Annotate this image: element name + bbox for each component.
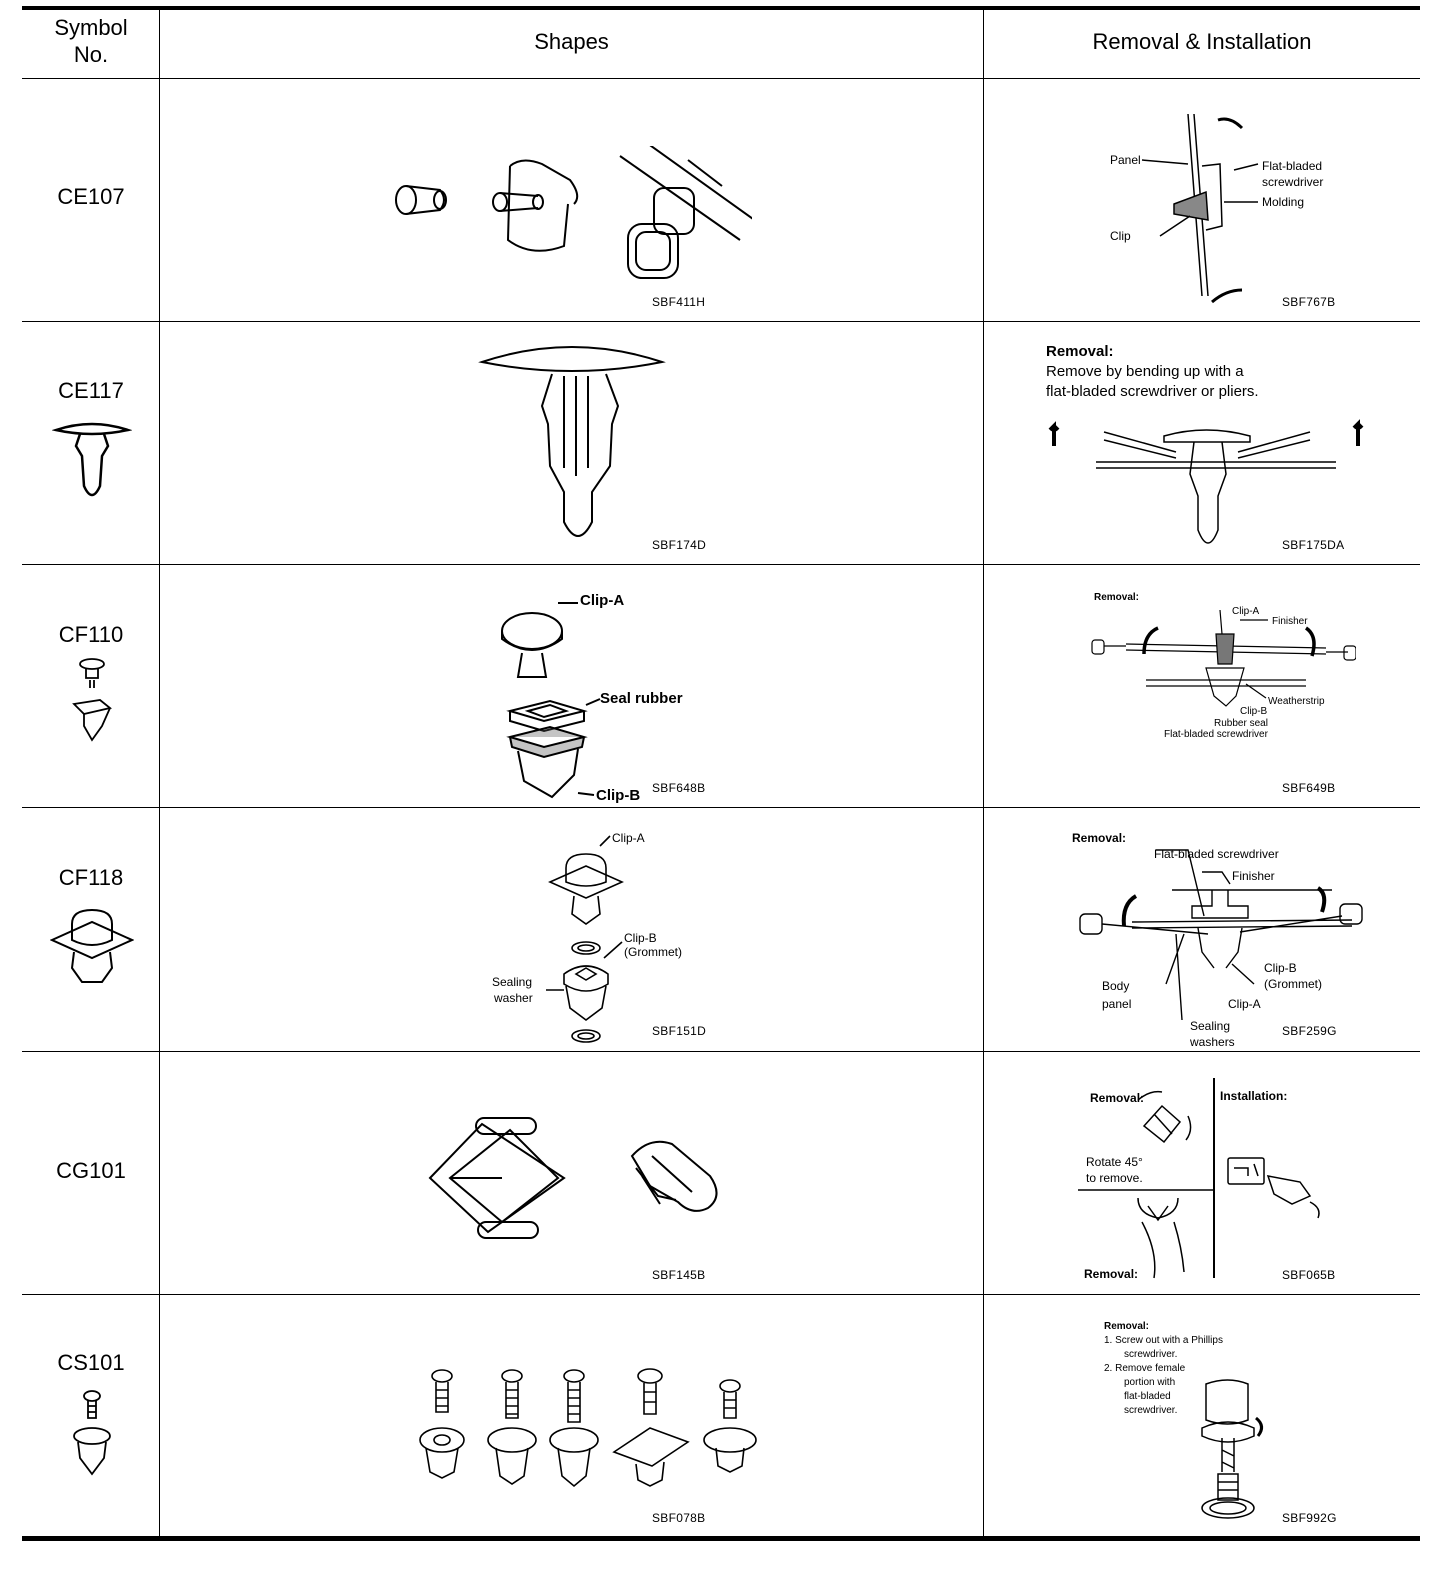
row-divider	[22, 1051, 1420, 1052]
removal-step2: 2. Remove female	[1104, 1363, 1186, 1374]
label-body: Body	[1102, 979, 1129, 993]
label-flat-bladed-screwdriver: Flat-bladed screwdriver	[1164, 729, 1269, 740]
label-rubber-seal: Rubber seal	[1214, 718, 1268, 729]
label-washers: washers	[1189, 1035, 1235, 1048]
cs101-removal-illustration	[1201, 1379, 1263, 1519]
label-sealing: Sealing	[492, 975, 532, 989]
figure-code: SBF648B	[652, 781, 706, 795]
ce117-removal-text: Removal: Remove by bending up with a fla…	[1046, 342, 1259, 402]
figure-code: SBF151D	[652, 1024, 707, 1038]
label-screwdriver: screwdriver	[1262, 175, 1323, 189]
label-flat-bladed: Flat-bladed	[1262, 159, 1322, 173]
label-rotate-45: Rotate 45°	[1086, 1155, 1143, 1169]
figure-code: SBF649B	[1282, 781, 1336, 795]
row-divider	[22, 321, 1420, 322]
figure-code: SBF259G	[1282, 1024, 1337, 1038]
clip-reference-table: Symbol No. Shapes Removal & Installation…	[22, 6, 1420, 1542]
removal-title: Removal:	[1072, 831, 1126, 845]
removal-step1: 1. Screw out with a Phillips	[1104, 1335, 1223, 1346]
cf110-symbol-icon	[72, 658, 113, 742]
label-clip-a: Clip-A	[580, 592, 624, 609]
label-washer: washer	[493, 991, 533, 1005]
table-top-rule	[22, 6, 1420, 10]
symbol-number: CF118	[58, 865, 124, 890]
ce117-removal-illustration	[1048, 419, 1364, 544]
figure-code: SBF065B	[1282, 1268, 1336, 1282]
removal-title: Removal:	[1094, 592, 1139, 603]
figure-code: SBF078B	[652, 1511, 706, 1525]
header-symbol-line2: No.	[73, 42, 109, 67]
cf118-symbol-icon	[50, 908, 134, 983]
row-divider	[22, 1294, 1420, 1295]
symbol-number: CF110	[58, 622, 124, 647]
removal-instruction-line1: Remove by bending up with a	[1046, 363, 1244, 380]
cf118-removal-illustration: Removal: Flat-bladed screwdriver Finishe…	[1072, 831, 1363, 1048]
cs101-shape-illustration	[419, 1368, 757, 1488]
cg101-shape-illustration	[428, 1117, 718, 1239]
header-symbol-line1: Symbol	[54, 15, 128, 40]
label-panel: Panel	[1110, 153, 1141, 167]
symbol-number: CE117	[58, 378, 124, 403]
row-divider	[22, 564, 1420, 565]
symbol-number: CE107	[57, 184, 125, 209]
figure-code: SBF175DA	[1282, 538, 1345, 552]
header-shapes: Shapes	[534, 29, 609, 54]
table-bottom-rule	[22, 1536, 1420, 1541]
header-removal-installation: Removal & Installation	[1092, 29, 1312, 54]
label-clip-a: Clip-A	[1228, 997, 1261, 1011]
label-clip-b: Clip-B	[1264, 961, 1297, 975]
ce117-shape-illustration	[478, 346, 666, 537]
column-divider	[159, 6, 160, 1538]
label-clip-a: Clip-A	[1232, 606, 1260, 617]
figure-code: SBF411H	[652, 295, 706, 309]
label-finisher: Finisher	[1232, 869, 1275, 883]
label-clip-b: Clip-B	[624, 931, 657, 945]
label-grommet: (Grommet)	[624, 945, 682, 959]
figure-code: SBF174D	[652, 538, 707, 552]
label-clip-b: Clip-B	[1240, 706, 1268, 717]
removal-step1-cont: screwdriver.	[1124, 1349, 1178, 1360]
label-clip: Clip	[1110, 229, 1131, 243]
label-removal-bottom: Removal:	[1084, 1267, 1138, 1281]
ce117-symbol-icon	[52, 422, 132, 497]
cg101-removal-illustration: Removal: Installation: Rotate 45° to rem…	[1078, 1078, 1320, 1281]
label-weatherstrip: Weatherstrip	[1268, 696, 1325, 707]
label-sealing: Sealing	[1190, 1019, 1230, 1033]
label-to-remove: to remove.	[1086, 1171, 1143, 1185]
label-flat-bladed-screwdriver: Flat-bladed screwdriver	[1154, 847, 1279, 861]
label-clip-a: Clip-A	[612, 831, 645, 845]
label-finisher: Finisher	[1272, 616, 1308, 627]
cs101-symbol-icon	[73, 1390, 111, 1476]
removal-title: Removal:	[1104, 1321, 1150, 1332]
column-divider	[983, 6, 984, 1538]
figure-code: SBF145B	[652, 1268, 706, 1282]
row-divider	[22, 807, 1420, 808]
label-removal: Removal:	[1090, 1091, 1144, 1105]
removal-step2-cont1: portion with	[1124, 1377, 1176, 1388]
ce107-removal-illustration: Panel Flat-bladed screwdriver Molding Cl…	[1110, 113, 1323, 304]
cf110-shape-illustration: Clip-A Seal rubber Clip-B	[501, 592, 683, 804]
label-panel: panel	[1102, 997, 1131, 1011]
removal-step2-cont2: flat-bladed	[1124, 1391, 1171, 1402]
removal-step2-cont3: screwdriver.	[1124, 1405, 1178, 1416]
label-clip-b: Clip-B	[596, 787, 640, 804]
row-divider	[22, 78, 1420, 79]
removal-instruction-line2: flat-bladed screwdriver or pliers.	[1046, 383, 1259, 400]
symbol-number: CG101	[56, 1158, 126, 1183]
label-molding: Molding	[1262, 195, 1304, 209]
figure-code: SBF992G	[1282, 1511, 1337, 1525]
label-grommet: (Grommet)	[1264, 977, 1322, 991]
removal-title: Removal:	[1046, 343, 1114, 360]
cs101-removal-text: Removal: 1. Screw out with a Phillips sc…	[1104, 1320, 1223, 1418]
cf118-shape-illustration: Clip-A Clip-B (Grommet) Sealing washer	[492, 831, 682, 1043]
label-installation: Installation:	[1220, 1089, 1287, 1103]
header-symbol-no: Symbol No.	[22, 14, 160, 68]
symbol-number: CS101	[57, 1350, 125, 1375]
ce107-shape-illustration	[395, 146, 752, 279]
label-seal-rubber: Seal rubber	[600, 690, 683, 707]
cf110-removal-illustration: Removal: Clip-A Finisher Weatherstrip Cl…	[1091, 592, 1356, 740]
figure-code: SBF767B	[1282, 295, 1336, 309]
